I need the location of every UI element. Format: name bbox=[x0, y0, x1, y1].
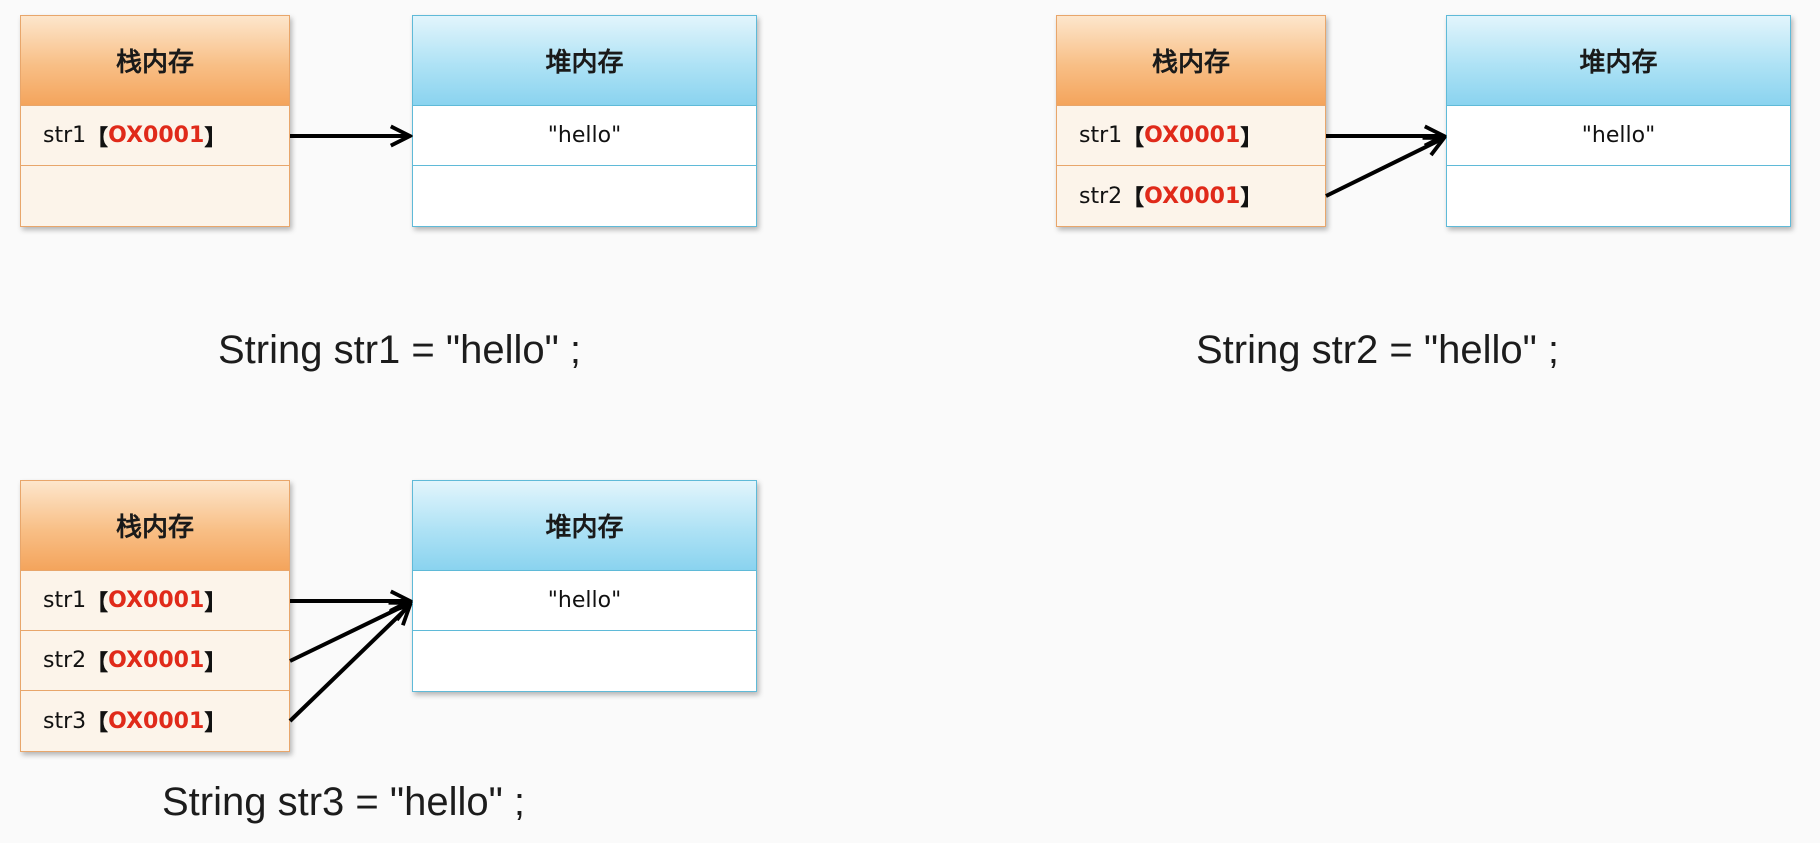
variable-name: str2 bbox=[1079, 183, 1123, 209]
variable-name: str3 bbox=[43, 708, 87, 734]
heap-memory-title: 堆内存 bbox=[413, 481, 756, 571]
bracket-open: 【 bbox=[86, 711, 109, 736]
heap-row: "hello" bbox=[413, 106, 756, 166]
bracket-close: 】 bbox=[1240, 125, 1263, 151]
stack-row: str3【OX0001】 bbox=[21, 691, 289, 751]
bracket-close: 】 bbox=[1240, 186, 1263, 211]
bracket-open: 【 bbox=[1122, 125, 1145, 151]
code-statement: String str1 = "hello" ; bbox=[218, 328, 582, 372]
stack-memory-title: 栈内存 bbox=[21, 16, 289, 106]
bracket-open: 【 bbox=[86, 590, 109, 616]
stack-row: str1【OX0001】 bbox=[1057, 106, 1325, 166]
bracket-close: 】 bbox=[204, 590, 227, 616]
stack-memory-title: 栈内存 bbox=[1057, 16, 1325, 106]
memory-address: OX0001 bbox=[108, 708, 205, 734]
memory-address: OX0001 bbox=[1144, 183, 1241, 209]
stack-row: str2【OX0001】 bbox=[1057, 166, 1325, 226]
heap-memory-table: 堆内存 "hello" bbox=[1446, 15, 1791, 227]
stack-row: str2【OX0001】 bbox=[21, 631, 289, 691]
stack-memory-table: 栈内存 str1【OX0001】 str2【OX0001】 bbox=[1056, 15, 1326, 227]
variable-name: str2 bbox=[43, 648, 87, 673]
bracket-open: 【 bbox=[86, 650, 109, 676]
variable-name: str1 bbox=[43, 123, 87, 148]
stack-memory-title: 栈内存 bbox=[21, 481, 289, 571]
pointer-arrow bbox=[289, 603, 410, 663]
variable-name: str1 bbox=[1079, 123, 1123, 148]
stack-memory-table: 栈内存 str1【OX0001】 bbox=[20, 15, 290, 227]
bracket-open: 【 bbox=[86, 125, 109, 151]
heap-memory-title: 堆内存 bbox=[1447, 16, 1790, 106]
bracket-close: 】 bbox=[204, 711, 227, 736]
stack-memory-table: 栈内存 str1【OX0001】 str2【OX0001】 str3【OX000… bbox=[20, 480, 290, 752]
heap-memory-table: 堆内存 "hello" bbox=[412, 480, 757, 692]
memory-address: OX0001 bbox=[108, 123, 205, 148]
bracket-close: 】 bbox=[204, 650, 227, 676]
pointer-arrow bbox=[288, 605, 410, 723]
heap-row: "hello" bbox=[413, 571, 756, 631]
memory-address: OX0001 bbox=[108, 648, 205, 673]
stack-row: str1【OX0001】 bbox=[21, 106, 289, 166]
variable-name: str1 bbox=[43, 588, 87, 613]
heap-memory-title: 堆内存 bbox=[413, 16, 756, 106]
bracket-close: 】 bbox=[204, 125, 227, 151]
memory-address: OX0001 bbox=[1144, 123, 1241, 148]
memory-address: OX0001 bbox=[108, 588, 205, 613]
heap-memory-table: 堆内存 "hello" bbox=[412, 15, 757, 227]
heap-row: "hello" bbox=[1447, 106, 1790, 166]
stack-row: str1【OX0001】 bbox=[21, 571, 289, 631]
bracket-open: 【 bbox=[1122, 186, 1145, 211]
code-statement: String str3 = "hello" ; bbox=[162, 780, 526, 824]
pointer-arrow bbox=[1325, 138, 1444, 198]
code-statement: String str2 = "hello" ; bbox=[1196, 328, 1560, 372]
